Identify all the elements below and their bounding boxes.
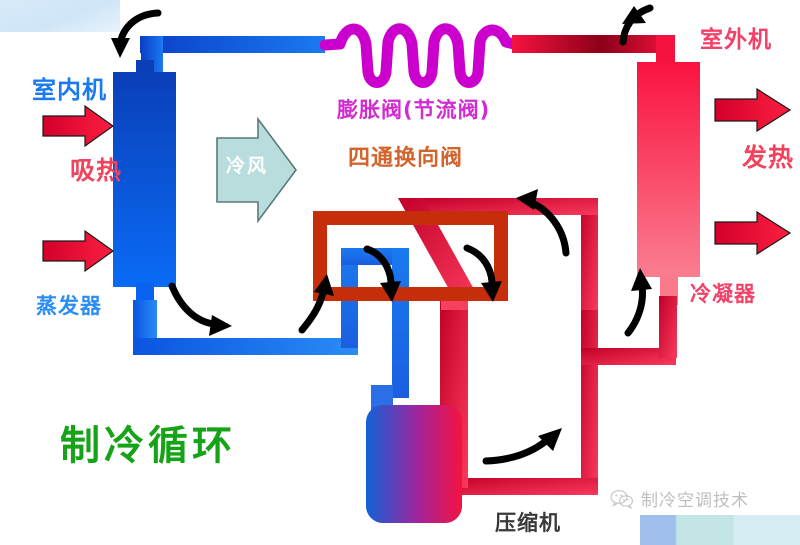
four-way-valve-body: [313, 211, 508, 301]
evaporator-body: [113, 72, 176, 287]
absorb-heat-label: 吸热: [70, 156, 123, 185]
condenser-label: 冷凝器: [690, 282, 756, 306]
wechat-icon: [610, 489, 634, 509]
compressor-body: [366, 405, 462, 523]
flow-direction-arrows: [111, 4, 654, 465]
heat-absorb-arrows: [42, 104, 115, 273]
compressor-label: 压缩机: [495, 511, 561, 535]
outdoor-unit-label: 室外机: [700, 27, 772, 53]
condenser-body: [637, 62, 700, 277]
watermark-color-bar: [640, 515, 800, 545]
release-heat-label: 发热: [742, 143, 795, 172]
expansion-valve-coil: [319, 23, 524, 88]
cold-air-arrow: [216, 116, 297, 224]
expansion-valve-label: 膨胀阀(节流阀): [337, 98, 491, 122]
indoor-unit-label: 室内机: [32, 76, 107, 104]
heat-release-arrows: [714, 87, 792, 256]
watermark-text: 制冷空调技术: [641, 491, 749, 511]
evaporator-stub-top: [136, 60, 154, 76]
cold-air-label: 冷风: [226, 155, 269, 177]
evaporator-stub-bottom: [136, 283, 154, 305]
evaporator-label: 蒸发器: [36, 294, 102, 318]
four-way-valve-label: 四通换向阀: [348, 146, 464, 171]
diagram-title: 制冷循环: [60, 423, 236, 469]
decorative-corner-band: [0, 0, 120, 32]
watermark: 制冷空调技术: [610, 486, 749, 511]
